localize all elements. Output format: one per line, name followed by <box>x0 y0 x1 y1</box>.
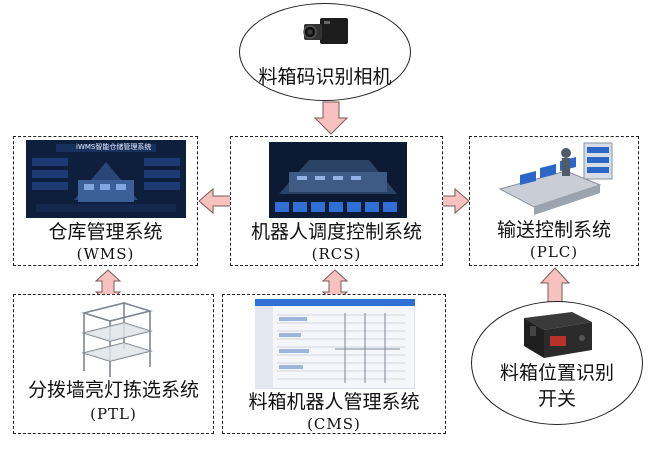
arrow-sensor-to-plc <box>539 267 571 303</box>
cms-sublabel: (CMS) <box>307 415 361 433</box>
ptl-rack-image <box>81 302 153 377</box>
wms-label: 仓库管理系统 <box>48 221 163 243</box>
sensor-label-line2: 开关 <box>537 388 576 410</box>
rcs-label: 机器人调度控制系统 <box>250 221 422 243</box>
plc-sublabel: (PLC) <box>529 243 579 261</box>
cms-screenshot <box>255 299 415 389</box>
wms-screen-title: iWMS智能仓储管理系统 <box>76 143 152 151</box>
ptl-sublabel: (PTL) <box>90 405 137 423</box>
wms-sublabel: (WMS) <box>76 245 135 263</box>
cms-label: 料箱机器人管理系统 <box>248 391 420 413</box>
camera-node: 料箱码识别相机 <box>239 3 411 101</box>
plc-label: 输送控制系统 <box>496 219 611 241</box>
sensor-label-line1: 料箱位置识别 <box>499 362 614 384</box>
sensor-node: 料箱位置识别 开关 <box>471 301 643 425</box>
plc-box: 输送控制系统 (PLC) <box>469 136 639 266</box>
camera-icon <box>303 18 348 44</box>
wms-screenshot <box>26 140 186 218</box>
arrow-camera-to-rcs <box>313 101 349 135</box>
rcs-screenshot <box>269 142 407 218</box>
wms-box: iWMS智能仓储管理系统 仓库管理系统 (WMS) <box>13 136 198 266</box>
rcs-box: 机器人调度控制系统 (RCS) <box>230 136 443 266</box>
cms-box: 料箱机器人管理系统 (CMS) <box>222 294 446 434</box>
sensor-icon <box>524 312 592 358</box>
ptl-label: 分拨墙亮灯拣选系统 <box>27 379 199 401</box>
camera-label: 料箱码识别相机 <box>258 66 392 88</box>
conveyor-image <box>498 142 613 215</box>
rcs-sublabel: (RCS) <box>311 245 362 263</box>
ptl-box: 分拨墙亮灯拣选系统 (PTL) <box>13 294 214 434</box>
